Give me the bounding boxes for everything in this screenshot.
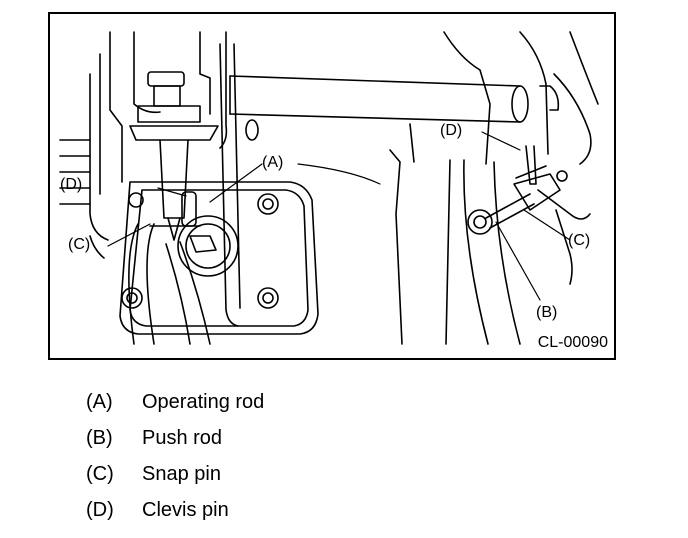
pedal-arm-left [128, 43, 241, 345]
legend-key: (A) [86, 391, 113, 413]
pedal-arm-right [445, 159, 521, 345]
legend-text: Clevis pin [142, 499, 229, 521]
bracket-left [59, 31, 228, 259]
callout-b: (B) [536, 304, 558, 321]
legend-text: Snap pin [142, 463, 221, 485]
legend-key: (D) [86, 499, 114, 521]
pedal-bracket-right [389, 31, 599, 345]
mechanism-drawing [59, 31, 599, 345]
callout-a: (A) [262, 154, 284, 171]
figure-id: CL-00090 [537, 334, 608, 351]
push-rod [467, 145, 591, 285]
callout-leaders [107, 131, 571, 301]
callout-d-right: (D) [440, 122, 463, 139]
pivot-shaft [229, 75, 529, 141]
mounting-plate [119, 181, 319, 335]
operating-rod [129, 71, 219, 241]
diagram-figure: (D) (C) (A) (D) (C) (B) CL-00090 [48, 12, 616, 360]
legend-key: (B) [86, 427, 113, 449]
legend-text: Push rod [142, 427, 223, 449]
callout-d-left: (D) [60, 176, 83, 193]
callout-c-left: (C) [68, 236, 91, 253]
callout-c-right: (C) [568, 232, 591, 249]
legend-key: (C) [86, 463, 114, 485]
legend-text: Operating rod [142, 391, 265, 413]
